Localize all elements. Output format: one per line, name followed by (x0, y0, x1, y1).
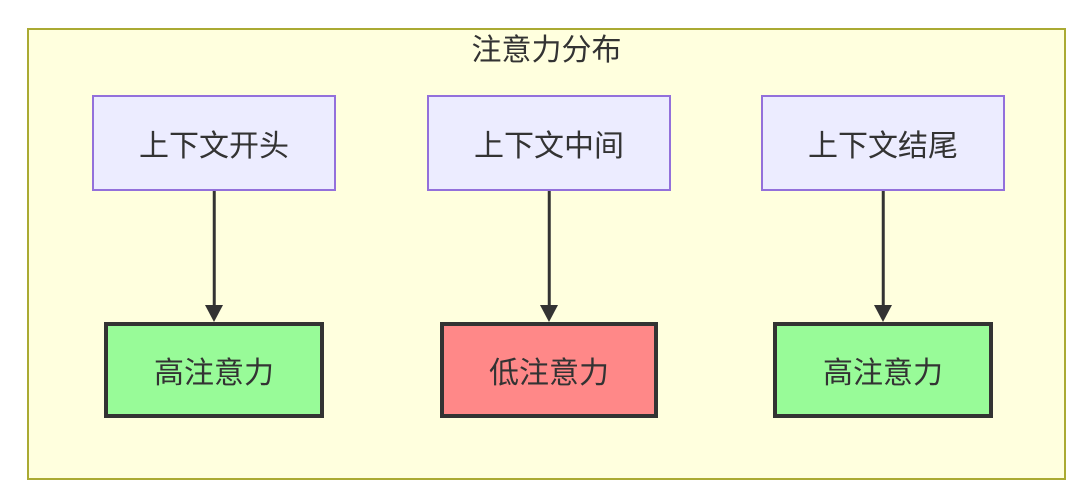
node-context-end: 上下文结尾 (761, 95, 1005, 191)
attention-distribution-container: 注意力分布 上下文开头 上下文中间 上下文结尾 高注意力 低注意力 (27, 28, 1066, 480)
node-high-attention-1: 高注意力 (104, 322, 324, 418)
arrow-shaft (881, 191, 885, 306)
diagram-title: 注意力分布 (471, 34, 622, 67)
arrowhead-down-icon (540, 305, 558, 322)
arrowhead-down-icon (205, 305, 223, 322)
arrowhead-down-icon (874, 305, 892, 322)
node-context-middle: 上下文中间 (427, 95, 671, 191)
node-context-end-label: 上下文结尾 (808, 130, 958, 163)
node-high-attention-2: 高注意力 (773, 322, 993, 418)
node-context-start: 上下文开头 (92, 95, 336, 191)
arrow-end-to-high-icon (874, 191, 892, 322)
node-low-attention: 低注意力 (440, 322, 658, 418)
node-context-start-label: 上下文开头 (139, 130, 289, 163)
arrow-middle-to-low-icon (540, 191, 558, 322)
node-high-attention-2-label: 高注意力 (823, 357, 943, 390)
node-context-middle-label: 上下文中间 (474, 130, 624, 163)
node-low-attention-label: 低注意力 (489, 357, 609, 390)
arrow-shaft (547, 191, 551, 306)
node-high-attention-1-label: 高注意力 (154, 357, 274, 390)
arrow-shaft (212, 191, 216, 306)
arrow-start-to-high-icon (205, 191, 223, 322)
